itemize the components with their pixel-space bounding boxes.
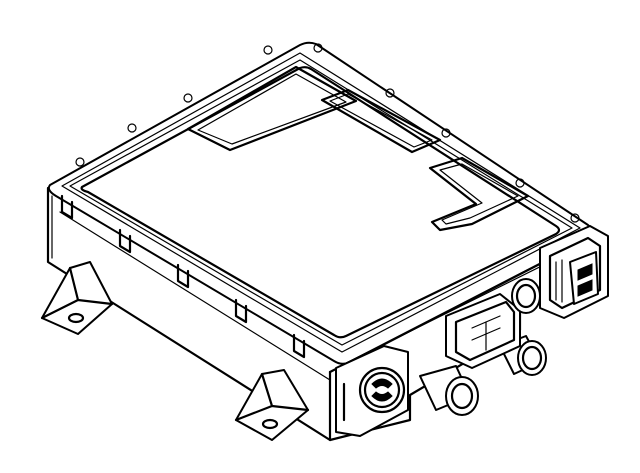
signal-connector [445, 293, 521, 369]
round-port [511, 278, 541, 314]
mounting-foot-right [234, 369, 310, 441]
lid-recess-bar [320, 88, 442, 154]
lid-recess-long [186, 65, 358, 152]
flange-bolt-bosses [60, 43, 580, 359]
coolant-port-1 [419, 365, 479, 416]
power-connector-side [539, 225, 609, 319]
side-wall-left [46, 186, 332, 442]
power-connector-front [335, 345, 409, 437]
mounting-foot-left [40, 261, 114, 335]
lid-recess-l-shape [428, 156, 530, 232]
